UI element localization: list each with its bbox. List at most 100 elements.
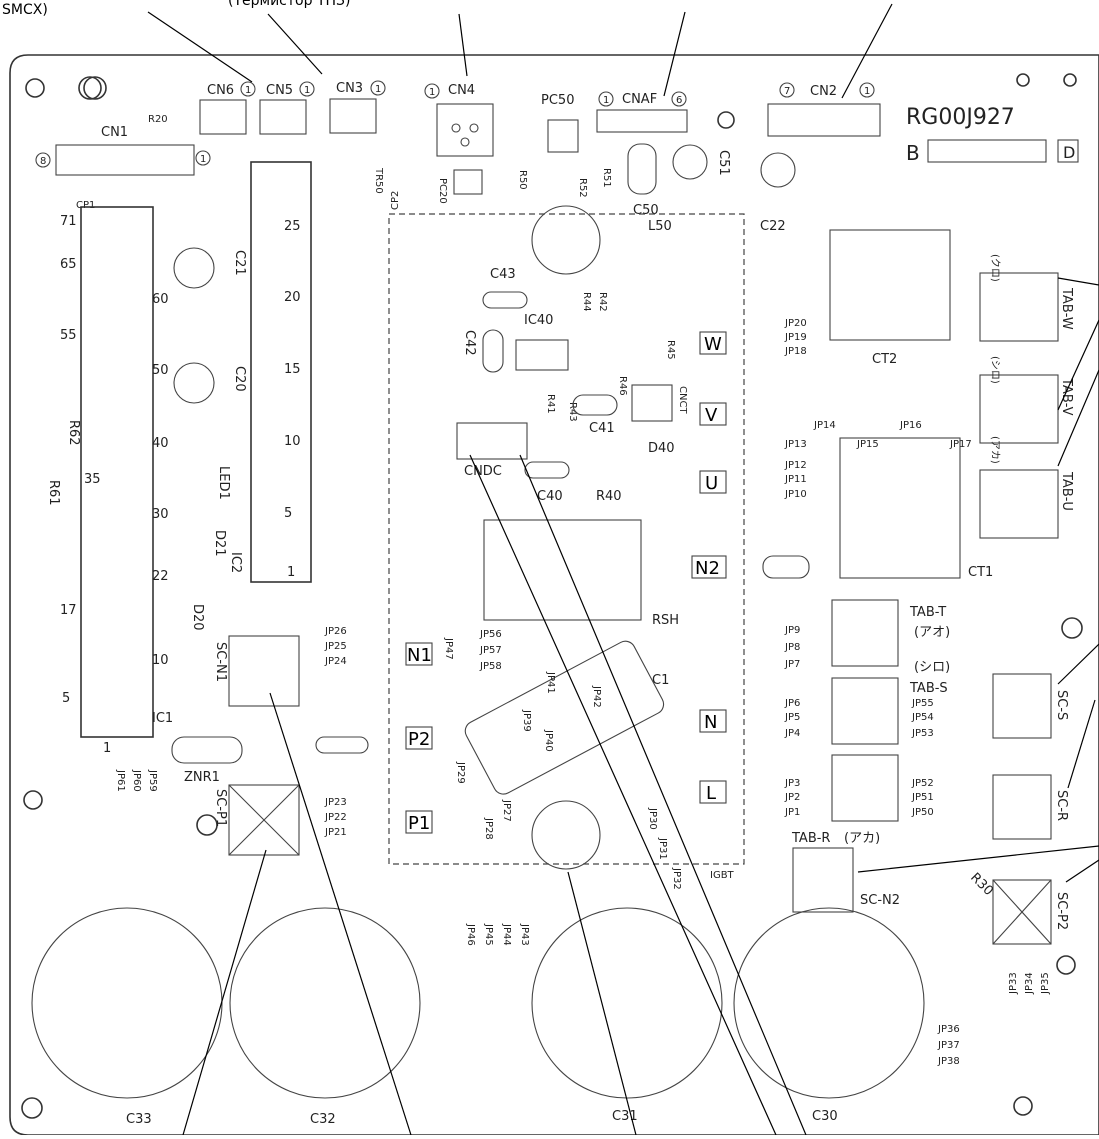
svg-text:6: 6 bbox=[676, 95, 682, 106]
cndc-connector bbox=[456, 422, 528, 460]
cn6-connector bbox=[199, 99, 247, 135]
jumper-jp8: JP8 bbox=[784, 642, 800, 653]
svg-text:R52: R52 bbox=[577, 178, 588, 198]
svg-text:C1: C1 bbox=[652, 673, 669, 688]
ct1-transformer bbox=[839, 437, 961, 579]
terminal-w: W bbox=[704, 334, 722, 355]
cnaf-connector bbox=[596, 109, 688, 133]
cn1-label: CN1 bbox=[101, 125, 128, 140]
ic2-pin-15: 15 bbox=[284, 362, 301, 377]
ic1-pin-17: 17 bbox=[60, 603, 77, 618]
ic2-pin-5: 5 bbox=[284, 506, 292, 521]
svg-text:LED1: LED1 bbox=[216, 466, 231, 500]
ic1-pin-50: 50 bbox=[152, 363, 169, 378]
jumper-jp18: JP18 bbox=[784, 346, 807, 357]
c50-label: C50 bbox=[633, 203, 659, 218]
svg-text:C20: C20 bbox=[232, 366, 247, 392]
svg-text:C33: C33 bbox=[126, 1112, 152, 1127]
svg-text:R41: R41 bbox=[545, 394, 556, 414]
jumper-jp7: JP7 bbox=[784, 659, 800, 670]
svg-text:C43: C43 bbox=[490, 267, 516, 282]
svg-text:(クロ): (クロ) bbox=[989, 254, 1001, 282]
ic2-label: IC2 bbox=[228, 552, 243, 573]
svg-text:SC-N1: SC-N1 bbox=[213, 642, 228, 682]
svg-text:R20: R20 bbox=[148, 114, 168, 125]
svg-text:R30: R30 bbox=[967, 870, 996, 899]
svg-text:CT1: CT1 bbox=[968, 565, 993, 580]
svg-text:D21: D21 bbox=[212, 530, 227, 557]
mount-hole-right2 bbox=[1056, 955, 1076, 975]
jumper-jp53: JP53 bbox=[911, 728, 934, 739]
jumper-jp20: JP20 bbox=[784, 318, 807, 329]
boxed-terminals: W V U N2 N L N1 P2 P1 bbox=[405, 331, 727, 834]
ic1-pin-30: 30 bbox=[152, 507, 169, 522]
tab-s-label: TAB-S bbox=[909, 681, 948, 696]
ic2-pin-20: 20 bbox=[284, 290, 301, 305]
svg-text:CNCT: CNCT bbox=[677, 386, 688, 414]
terminal-n: N bbox=[704, 712, 717, 733]
jumper-jp17: JP17 bbox=[949, 439, 972, 450]
svg-text:(シロ): (シロ) bbox=[914, 660, 950, 675]
jumper-jp2: JP2 bbox=[784, 792, 800, 803]
svg-text:1: 1 bbox=[304, 85, 310, 96]
ic2-pin-1: 1 bbox=[287, 565, 295, 580]
svg-text:D40: D40 bbox=[648, 441, 675, 456]
jumper-jp22: JP22 bbox=[324, 812, 347, 823]
sc-r-terminal bbox=[992, 774, 1052, 840]
tab-t-terminal bbox=[831, 599, 899, 667]
terminal-p1: P1 bbox=[408, 813, 430, 834]
ic1-outline bbox=[80, 206, 154, 738]
jumper-jp26: JP26 bbox=[324, 626, 347, 637]
jumper-jp42: JP42 bbox=[591, 685, 602, 708]
svg-text:R61: R61 bbox=[46, 480, 61, 506]
jumper-jp21: JP21 bbox=[324, 827, 347, 838]
tab-w-terminal bbox=[979, 272, 1059, 342]
svg-text:1: 1 bbox=[429, 87, 435, 98]
jumper-jp56: JP56 bbox=[479, 629, 502, 640]
cn4-connector bbox=[436, 103, 494, 157]
terminal-n1: N1 bbox=[407, 645, 432, 666]
jumper-jp9: JP9 bbox=[784, 625, 800, 636]
svg-text:D20: D20 bbox=[190, 604, 205, 631]
board-model: RG00J927 bbox=[906, 105, 1015, 130]
jumper-jp60: JP60 bbox=[131, 769, 142, 792]
svg-text:(アカ): (アカ) bbox=[844, 831, 880, 846]
ic1-pin-40: 40 bbox=[152, 436, 169, 451]
terminal-v: V bbox=[705, 405, 718, 426]
jumper-jp12: JP12 bbox=[784, 460, 807, 471]
svg-text:SC-R: SC-R bbox=[1054, 790, 1069, 821]
jumper-jp1: JP1 bbox=[784, 807, 800, 818]
svg-text:C41: C41 bbox=[589, 421, 615, 436]
cn4-label: CN4 bbox=[448, 83, 475, 98]
svg-text:C42: C42 bbox=[462, 330, 477, 356]
svg-text:R45: R45 bbox=[665, 340, 676, 360]
jumper-jp31: JP31 bbox=[657, 837, 668, 860]
svg-text:R42: R42 bbox=[597, 292, 608, 312]
svg-text:C30: C30 bbox=[812, 1109, 838, 1124]
ic1-pin-60: 60 bbox=[152, 292, 169, 307]
c1-capacitor bbox=[464, 640, 665, 795]
cn1-connector bbox=[55, 144, 195, 176]
jumper-jp23: JP23 bbox=[324, 797, 347, 808]
svg-text:CT2: CT2 bbox=[872, 352, 897, 367]
svg-text:C40: C40 bbox=[537, 489, 563, 504]
svg-text:R40: R40 bbox=[596, 489, 622, 504]
jumper-jp36: JP36 bbox=[937, 1024, 960, 1035]
jumper-jp44: JP44 bbox=[501, 923, 512, 946]
capacitor-c33 bbox=[31, 907, 223, 1099]
ic2-pin-25: 25 bbox=[284, 219, 301, 234]
jumper-jp3: JP3 bbox=[784, 778, 800, 789]
jumper-jp54: JP54 bbox=[911, 712, 934, 723]
mount-hole-tl bbox=[25, 78, 45, 98]
sc-n1-terminal bbox=[228, 635, 300, 707]
svg-text:R44: R44 bbox=[581, 292, 592, 312]
svg-text:R43: R43 bbox=[567, 402, 578, 422]
svg-text:PC20: PC20 bbox=[437, 178, 448, 204]
header-left-partial: SMCX) bbox=[2, 2, 48, 18]
tab-u-terminal bbox=[979, 469, 1059, 539]
ic1-pin-65: 65 bbox=[60, 257, 77, 272]
jumper-jp38: JP38 bbox=[937, 1056, 960, 1067]
jumper-jp30: JP30 bbox=[647, 807, 658, 830]
